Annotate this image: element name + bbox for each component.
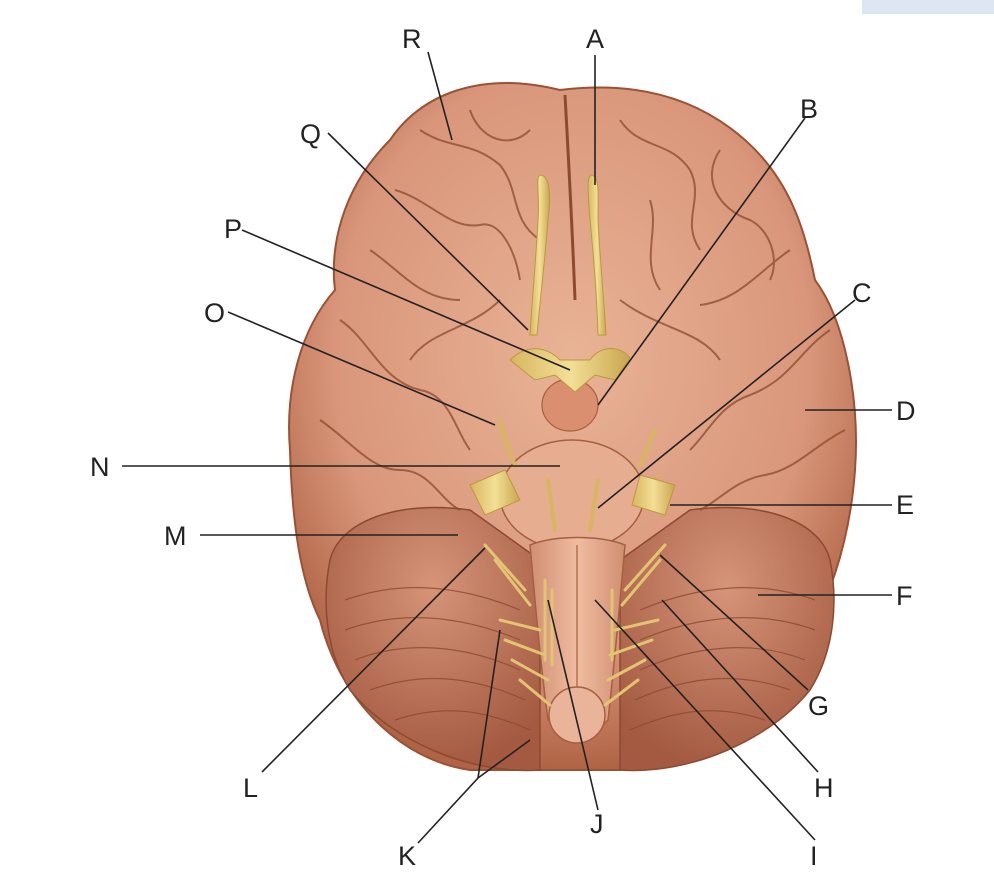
label-P: P xyxy=(224,214,242,244)
label-M: M xyxy=(164,521,187,551)
letter-labels: A B C D E F G H I J K L M N O P Q R xyxy=(90,24,916,871)
leader-P xyxy=(241,229,571,371)
trigeminal-nerve-left xyxy=(469,469,521,516)
trigeminal-nerve-right xyxy=(631,474,676,516)
olfactory-nerves xyxy=(529,174,607,336)
label-K: K xyxy=(398,841,416,871)
cerebellum xyxy=(325,506,541,772)
label-R: R xyxy=(402,24,422,54)
optic-chiasm xyxy=(509,348,631,393)
label-D: D xyxy=(896,396,916,426)
label-O: O xyxy=(204,298,225,328)
label-Q: Q xyxy=(300,119,321,149)
leader-J xyxy=(547,599,599,811)
longitudinal-fissure xyxy=(563,94,577,301)
leader-H xyxy=(661,599,819,773)
leader-C xyxy=(597,299,856,509)
leader-I xyxy=(594,599,816,841)
cranial-nerve-rootlets xyxy=(483,543,667,707)
leader-O xyxy=(227,311,496,426)
brain-illustration xyxy=(288,82,857,772)
label-G: G xyxy=(808,691,829,721)
leader-K xyxy=(417,629,531,844)
label-B: B xyxy=(800,94,818,124)
leader-Q xyxy=(327,132,529,331)
label-I: I xyxy=(810,841,818,871)
cerebellum-right xyxy=(619,506,835,772)
label-L: L xyxy=(243,773,258,803)
leader-B xyxy=(597,117,806,406)
label-A: A xyxy=(586,24,604,54)
leader-lines xyxy=(122,51,892,844)
cerebellar-folia xyxy=(344,587,816,731)
label-E: E xyxy=(896,490,914,520)
label-H: H xyxy=(814,773,834,803)
small-cranial-nerves xyxy=(498,418,657,532)
label-N: N xyxy=(90,452,110,482)
cortical-sulci xyxy=(319,109,846,511)
label-C: C xyxy=(852,278,872,308)
leader-G xyxy=(659,554,809,691)
leader-L xyxy=(261,547,486,773)
pons xyxy=(499,439,645,551)
label-J: J xyxy=(590,809,604,839)
label-F: F xyxy=(896,581,913,611)
spinal-cord-cut xyxy=(548,686,606,744)
corner-tab xyxy=(862,0,994,14)
leader-R xyxy=(427,51,453,141)
